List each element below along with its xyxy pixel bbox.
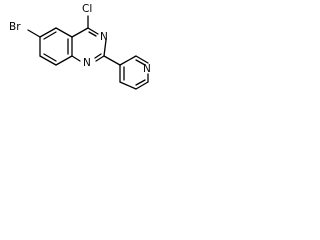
- double-bond-inner: [43, 53, 57, 62]
- chemical-structure: Br Cl N N N: [9, 3, 151, 90]
- bond: [71, 27, 89, 38]
- bond: [103, 55, 121, 66]
- bond: [119, 81, 137, 90]
- double-bond-inner: [135, 79, 146, 86]
- bond: [55, 55, 73, 66]
- bond: [71, 55, 81, 62]
- nitrogen-label: N: [143, 63, 151, 75]
- nitrogen-label: N: [83, 57, 91, 69]
- c-br-bond: [27, 29, 41, 38]
- bond: [135, 55, 149, 64]
- nitrogen-label: N: [100, 31, 108, 43]
- benzene-ring: [39, 27, 73, 66]
- bromine-label: Br: [9, 21, 21, 33]
- bond: [119, 55, 137, 66]
- bond: [87, 27, 99, 35]
- bond: [135, 81, 149, 90]
- pyridine-ring: [103, 55, 149, 90]
- double-bond-inner: [43, 31, 57, 40]
- pyrimidine-ring: [71, 27, 107, 62]
- bond: [103, 39, 107, 57]
- chlorine-label: Cl: [82, 3, 92, 15]
- bond: [55, 27, 73, 38]
- bond: [95, 55, 105, 62]
- double-bond-inner: [94, 53, 102, 59]
- bond: [39, 27, 57, 38]
- double-bond-inner: [135, 59, 146, 66]
- double-bond-inner: [88, 31, 97, 37]
- bond: [39, 55, 57, 66]
